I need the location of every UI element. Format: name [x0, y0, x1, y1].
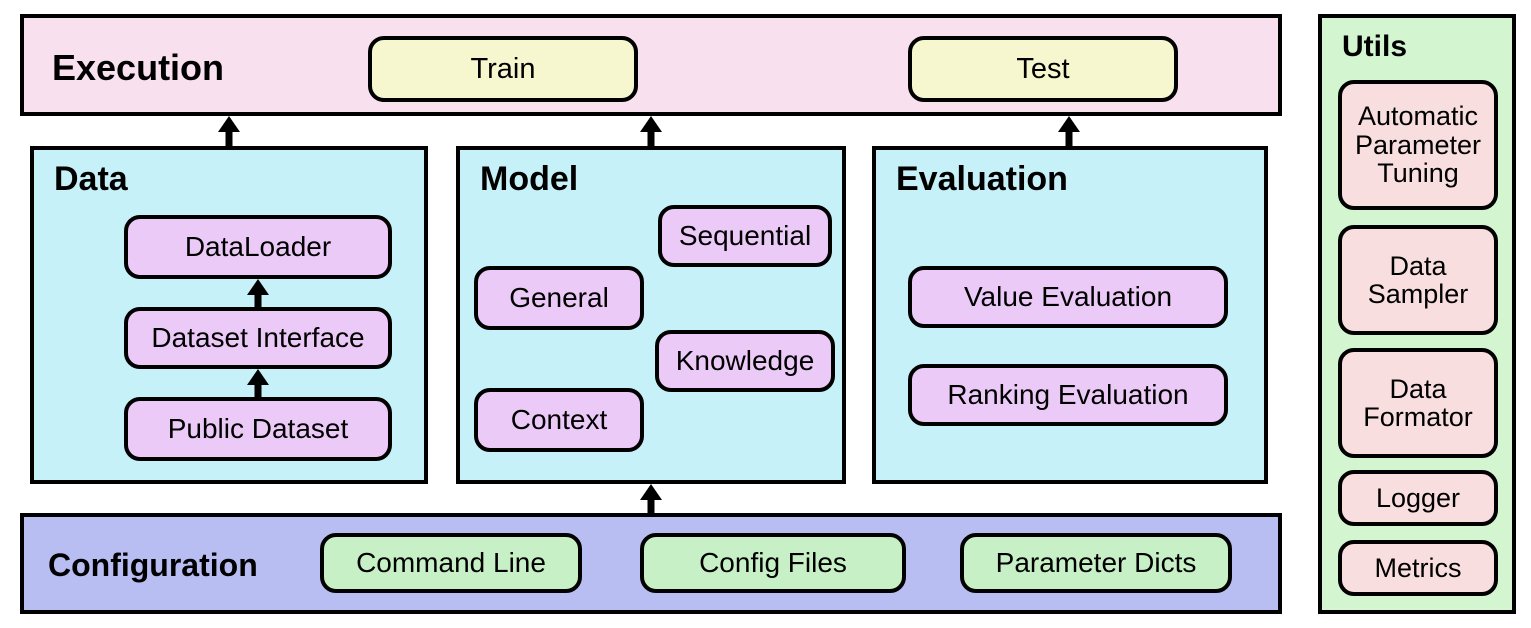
arrow-head-icon: [1058, 116, 1080, 132]
arrow-head-icon: [247, 279, 269, 295]
utils-panel-title: Utils: [1342, 30, 1408, 63]
utils-node-metrics[interactable]: Metrics: [1338, 540, 1498, 596]
model-node-context[interactable]: Context: [474, 388, 644, 452]
arrow-head-icon: [218, 116, 240, 132]
evaluation-node-ranking-evaluation[interactable]: Ranking Evaluation: [908, 364, 1228, 426]
arrow-dataset-interface-to-dataloader-icon: [244, 279, 272, 307]
arrow-public-dataset-to-dataset-interface-icon: [244, 369, 272, 397]
configuration-node-command-line[interactable]: Command Line: [320, 533, 582, 593]
utils-node-data-sampler[interactable]: Data Sampler: [1338, 225, 1498, 335]
arrow-data-to-execution-icon: [215, 116, 243, 146]
arrow-shaft: [1065, 130, 1073, 146]
utils-node-logger[interactable]: Logger: [1338, 470, 1498, 526]
utils-node-data-formator[interactable]: Data Formator: [1338, 348, 1498, 458]
arrow-head-icon: [640, 116, 662, 132]
evaluation-layer-title: Evaluation: [896, 160, 1068, 198]
evaluation-node-value-evaluation[interactable]: Value Evaluation: [908, 266, 1228, 328]
data-layer-title: Data: [54, 160, 128, 198]
arrow-shaft: [254, 293, 262, 307]
model-node-general[interactable]: General: [474, 266, 644, 330]
arrow-shaft: [647, 130, 655, 146]
data-node-dataloader[interactable]: DataLoader: [124, 215, 392, 279]
execution-node-test[interactable]: Test: [908, 36, 1178, 102]
model-node-sequential[interactable]: Sequential: [658, 205, 832, 267]
arrow-configuration-to-model-icon: [637, 484, 665, 513]
data-node-public-dataset[interactable]: Public Dataset: [124, 397, 392, 461]
execution-node-train[interactable]: Train: [368, 36, 638, 102]
model-layer-title: Model: [480, 160, 579, 198]
arrow-head-icon: [247, 369, 269, 385]
configuration-node-config-files[interactable]: Config Files: [640, 533, 906, 593]
arrow-shaft: [254, 383, 262, 397]
arrow-shaft: [225, 130, 233, 146]
data-node-dataset-interface[interactable]: Dataset Interface: [124, 307, 392, 369]
execution-layer-title: Execution: [52, 47, 225, 88]
utils-node-automatic-parameter-tuning[interactable]: Automatic Parameter Tuning: [1338, 80, 1498, 210]
arrow-head-icon: [640, 484, 662, 500]
model-node-knowledge[interactable]: Knowledge: [655, 330, 835, 392]
arrow-shaft: [647, 498, 655, 513]
arrow-evaluation-to-execution-icon: [1055, 116, 1083, 146]
configuration-node-parameter-dicts[interactable]: Parameter Dicts: [960, 533, 1232, 593]
configuration-layer-title: Configuration: [48, 547, 258, 583]
arrow-model-to-execution-icon: [637, 116, 665, 146]
